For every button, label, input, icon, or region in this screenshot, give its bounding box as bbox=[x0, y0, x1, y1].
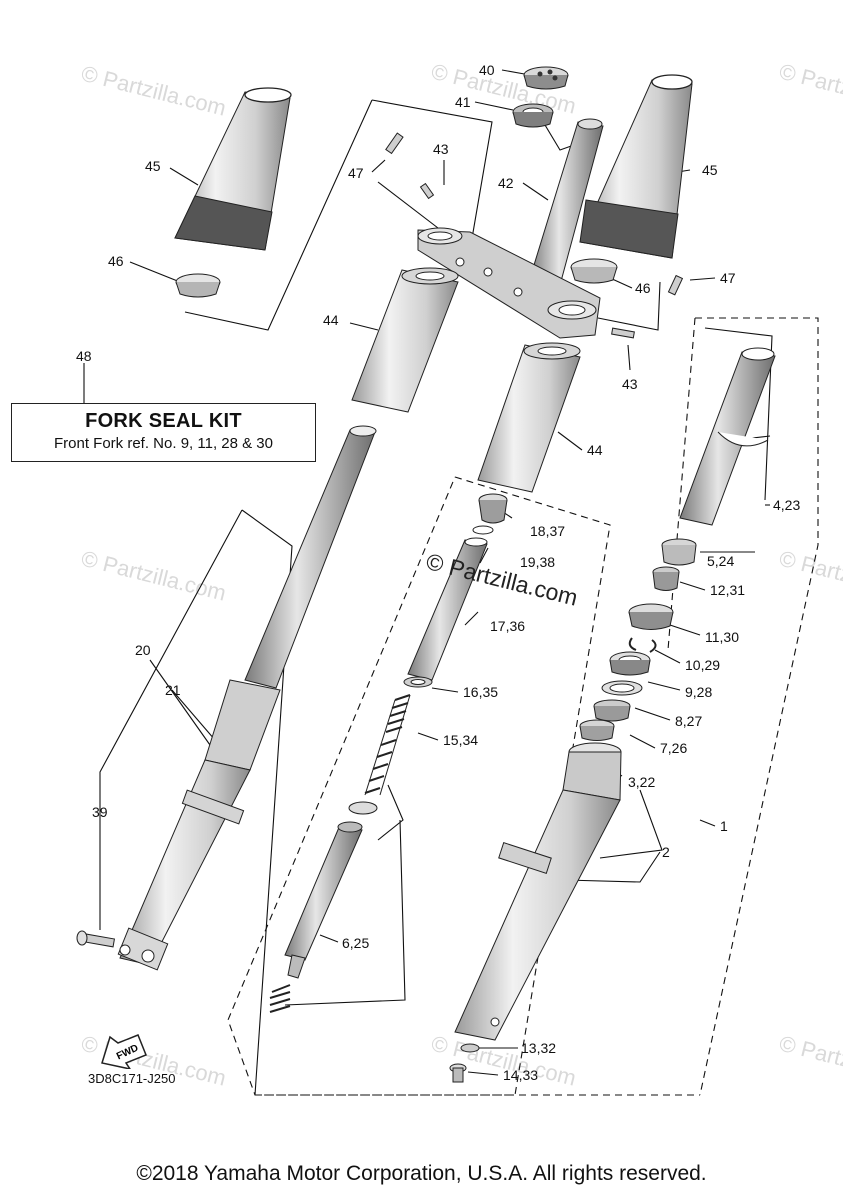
label-20: 20 bbox=[135, 642, 151, 658]
label-2: 2 bbox=[662, 844, 670, 860]
label-3-22: 3,22 bbox=[628, 774, 655, 790]
label-43-right: 43 bbox=[622, 376, 638, 392]
fwd-arrow-icon: FWD bbox=[101, 1034, 147, 1069]
stem-washer bbox=[512, 103, 554, 128]
label-44-right: 44 bbox=[587, 442, 603, 458]
fork-cover-right bbox=[579, 74, 693, 259]
collar-left bbox=[175, 273, 221, 298]
drain-bolt bbox=[449, 1063, 467, 1083]
spring-seat bbox=[403, 676, 433, 688]
oil-lock-piece bbox=[579, 719, 615, 741]
oil-seal bbox=[609, 651, 651, 676]
label-10-29: 10,29 bbox=[685, 657, 720, 673]
drawing-code: 3D8C171-J250 bbox=[88, 1071, 176, 1086]
label-40: 40 bbox=[479, 62, 495, 78]
watermark-5: © Partzilla.com bbox=[777, 546, 843, 606]
label-42: 42 bbox=[498, 175, 514, 191]
label-11-30: 11,30 bbox=[705, 629, 739, 645]
label-14-33: 14,33 bbox=[503, 1067, 538, 1083]
label-19-38: 19,38 bbox=[520, 554, 555, 570]
piston-ring bbox=[348, 801, 378, 815]
label-44-left: 44 bbox=[323, 312, 339, 328]
outer-tube bbox=[454, 742, 622, 1041]
label-1: 1 bbox=[720, 818, 728, 834]
fork-cover-left bbox=[174, 87, 292, 251]
inner-tube bbox=[679, 347, 776, 526]
label-7-26: 7,26 bbox=[660, 740, 687, 756]
label-48: 48 bbox=[76, 348, 92, 364]
copyright-notice: ©2018 Yamaha Motor Corporation, U.S.A. A… bbox=[136, 1162, 707, 1185]
dust-seal bbox=[628, 603, 674, 630]
fork-boot-left bbox=[351, 267, 459, 413]
label-46-left: 46 bbox=[108, 253, 124, 269]
bolts-top bbox=[385, 132, 684, 339]
label-45-right: 45 bbox=[702, 162, 718, 178]
label-47-right: 47 bbox=[720, 270, 736, 286]
rebound-spring bbox=[269, 984, 291, 1013]
label-43-top: 43 bbox=[433, 141, 449, 157]
fork-spring bbox=[364, 694, 411, 796]
label-21: 21 bbox=[165, 682, 181, 698]
cap-bolt bbox=[478, 493, 508, 524]
washer bbox=[601, 680, 643, 696]
label-6-25: 6,25 bbox=[342, 935, 369, 951]
slide-bushing-2 bbox=[652, 566, 680, 591]
label-13-32: 13,32 bbox=[521, 1040, 556, 1056]
kit-subtitle: Front Fork ref. No. 9, 11, 28 & 30 bbox=[54, 435, 273, 452]
label-46-right: 46 bbox=[635, 280, 651, 296]
label-16-35: 16,35 bbox=[463, 684, 498, 700]
label-9-28: 9,28 bbox=[685, 684, 712, 700]
label-8-27: 8,27 bbox=[675, 713, 702, 729]
damper-rod bbox=[284, 821, 363, 979]
spacer-pipe bbox=[407, 537, 488, 681]
label-39: 39 bbox=[92, 804, 108, 820]
label-4-23: 4,23 bbox=[773, 497, 800, 513]
o-ring bbox=[472, 525, 494, 535]
watermark-3: © Partzilla.com bbox=[777, 59, 843, 119]
axle-bolt bbox=[76, 930, 116, 948]
label-47-left: 47 bbox=[348, 165, 364, 181]
under-bracket bbox=[417, 227, 601, 339]
kit-title: FORK SEAL KIT bbox=[85, 410, 242, 432]
watermark-8: © Partzilla.com bbox=[777, 1031, 843, 1091]
label-12-31: 12,31 bbox=[710, 582, 745, 598]
fork-assembly-left bbox=[117, 425, 377, 971]
collar-right bbox=[570, 258, 618, 284]
fork-boot-right bbox=[477, 342, 581, 493]
drain-washer bbox=[460, 1043, 480, 1053]
label-45-left: 45 bbox=[145, 158, 161, 174]
stem-nut bbox=[523, 66, 569, 90]
label-18-37: 18,37 bbox=[530, 523, 565, 539]
guide-bushing bbox=[593, 699, 631, 722]
label-5-24: 5,24 bbox=[707, 553, 734, 569]
label-17-36: 17,36 bbox=[490, 618, 525, 634]
watermark-1: © Partzilla.com bbox=[79, 61, 229, 121]
fork-seal-kit-box: FORK SEAL KIT Front Fork ref. No. 9, 11,… bbox=[11, 403, 316, 462]
clip bbox=[628, 637, 657, 653]
label-41: 41 bbox=[455, 94, 471, 110]
label-15-34: 15,34 bbox=[443, 732, 478, 748]
slide-bushing bbox=[661, 538, 697, 566]
